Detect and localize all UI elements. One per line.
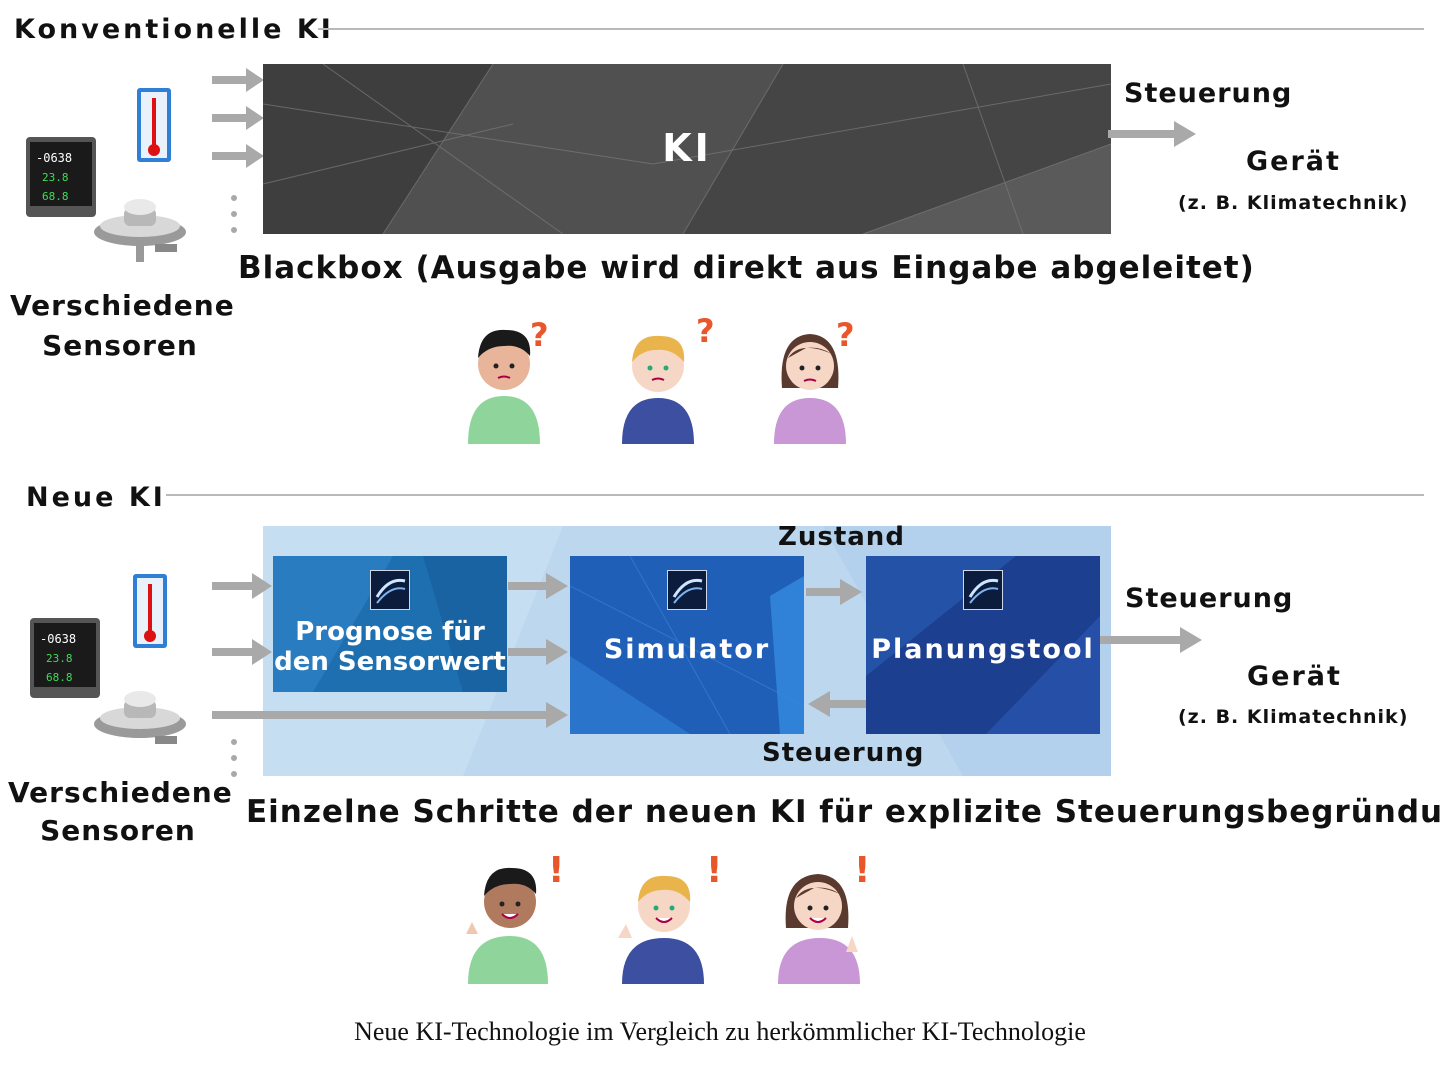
module-simulator: Simulator (570, 556, 804, 734)
sensors-label: Verschiedene Sensoren (8, 774, 233, 850)
maisart-logo (370, 570, 410, 610)
sensors-label-line2: Sensoren (40, 814, 196, 847)
question-mark: ? (836, 316, 855, 354)
module-forecast: Prognose für den Sensorwert (273, 556, 507, 692)
sensor-readout-1: -0638 (36, 151, 72, 165)
people-understanding: ! ! ! (460, 850, 870, 988)
section-divider (166, 494, 1424, 496)
feedback-control-label: Steuerung (762, 738, 925, 768)
maisart-logo (667, 570, 707, 610)
sensor-illustration: -0638 23.8 68.8 (30, 574, 186, 744)
sensor-group: -0638 23.8 68.8 (24, 568, 204, 758)
blackbox-description: Blackbox (Ausgabe wird direkt aus Eingab… (238, 250, 1255, 286)
sensor-illustration: -0638 23.8 68.8 (26, 88, 186, 262)
module-planning: Planungstool (866, 556, 1100, 734)
device-label: Gerät (1246, 146, 1341, 177)
maisart-logo (963, 570, 1003, 610)
confused-people-illustration (468, 329, 846, 444)
section-title-new: Neue KI (26, 482, 166, 513)
svg-text:-0638: -0638 (40, 632, 76, 646)
device-example: (z. B. Klimatechnik) (1178, 192, 1409, 214)
module-texture (570, 556, 804, 734)
input-arrows (212, 68, 264, 233)
exclamation-mark: ! (548, 850, 565, 891)
sensors-label: Verschiedene Sensoren (10, 286, 235, 366)
blackbox-texture (263, 64, 1111, 234)
section-divider (318, 28, 1424, 30)
exclamation-mark: ! (706, 850, 723, 891)
module-planning-label: Planungstool (871, 634, 1095, 665)
sensor-group: -0638 23.8 68.8 (20, 80, 200, 270)
output-arrow (1108, 121, 1196, 147)
output-label: Steuerung (1124, 78, 1293, 109)
sensors-label-line1: Verschiedene (8, 776, 233, 809)
svg-text:68.8: 68.8 (42, 190, 69, 203)
module-forecast-line1: Prognose für (295, 617, 485, 647)
state-label: Zustand (778, 522, 905, 552)
sensors-label-line2: Sensoren (42, 329, 198, 362)
module-forecast-line2: den Sensorwert (274, 646, 506, 677)
svg-text:23.8: 23.8 (46, 652, 73, 665)
output-arrow (1100, 627, 1202, 653)
svg-text:68.8: 68.8 (46, 671, 73, 684)
module-simulator-label: Simulator (603, 634, 771, 665)
output-label: Steuerung (1125, 583, 1294, 614)
figure-caption: Neue KI-Technologie im Vergleich zu herk… (354, 1017, 1086, 1046)
new-ai-description: Einzelne Schritte der neuen KI für expli… (246, 794, 1440, 830)
blackbox-label: KI (662, 126, 712, 170)
blackbox: KI (263, 64, 1111, 234)
section-title-conventional: Konventionelle KI (14, 14, 334, 45)
question-mark: ? (696, 312, 715, 350)
people-confused: ? ? ? (460, 312, 860, 448)
svg-text:23.8: 23.8 (42, 171, 69, 184)
device-example: (z. B. Klimatechnik) (1178, 706, 1409, 728)
module-texture (273, 556, 507, 692)
flow-arrows (212, 573, 866, 777)
question-mark: ? (530, 316, 549, 354)
sensors-label-line1: Verschiedene (10, 289, 235, 322)
exclamation-mark: ! (854, 850, 871, 891)
understanding-people-illustration (466, 867, 860, 984)
module-forecast-label: Prognose für den Sensorwert (273, 617, 507, 678)
device-label: Gerät (1247, 661, 1342, 692)
